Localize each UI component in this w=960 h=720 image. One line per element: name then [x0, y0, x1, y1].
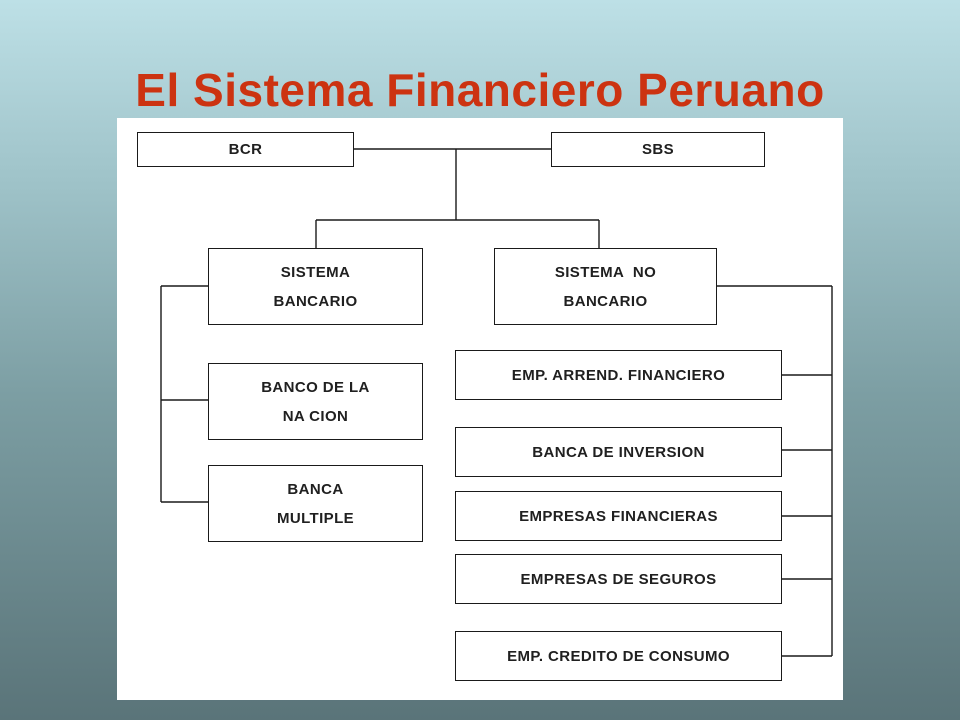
banco-nacion-line2: NA CION [282, 407, 349, 425]
sistema-no-bancario-box: SISTEMA NO BANCARIO [494, 248, 717, 325]
slide-title: El Sistema Financiero Peruano [135, 64, 825, 116]
no-bancario-item-box: EMP. CREDITO DE CONSUMO [455, 631, 782, 681]
no-bancario-item-label: BANCA DE INVERSION [532, 443, 705, 461]
banca-multiple-line1: BANCA [287, 480, 344, 498]
no-bancario-item-label: EMPRESAS FINANCIERAS [519, 507, 718, 525]
no-bancario-item-box: BANCA DE INVERSION [455, 427, 782, 477]
banco-nacion-box: BANCO DE LA NA CION [208, 363, 423, 440]
sbs-label: SBS [641, 141, 675, 158]
sistema-no-bancario-line1: SISTEMA NO [554, 263, 657, 281]
bcr-box: BCR [137, 132, 354, 167]
banca-multiple-line2: MULTIPLE [276, 509, 355, 527]
bcr-label: BCR [228, 141, 263, 158]
banco-nacion-line1: BANCO DE LA [261, 378, 370, 396]
sistema-no-bancario-line2: BANCARIO [563, 292, 648, 310]
sbs-box: SBS [551, 132, 765, 167]
banca-multiple-box: BANCA MULTIPLE [208, 465, 423, 542]
no-bancario-item-label: EMPRESAS DE SEGUROS [520, 570, 717, 588]
sistema-bancario-line2: BANCARIO [273, 292, 358, 310]
no-bancario-item-label: EMP. CREDITO DE CONSUMO [507, 647, 730, 665]
org-chart: BCR SBS SISTEMA BANCARIO SISTEMA NO BANC… [117, 118, 843, 700]
no-bancario-item-box: EMP. ARREND. FINANCIERO [455, 350, 782, 400]
sistema-bancario-box: SISTEMA BANCARIO [208, 248, 423, 325]
sistema-bancario-line1: SISTEMA [280, 263, 351, 281]
no-bancario-item-label: EMP. ARREND. FINANCIERO [511, 366, 726, 384]
no-bancario-item-box: EMPRESAS DE SEGUROS [455, 554, 782, 604]
connector-lines [160, 148, 833, 657]
no-bancario-item-box: EMPRESAS FINANCIERAS [455, 491, 782, 541]
